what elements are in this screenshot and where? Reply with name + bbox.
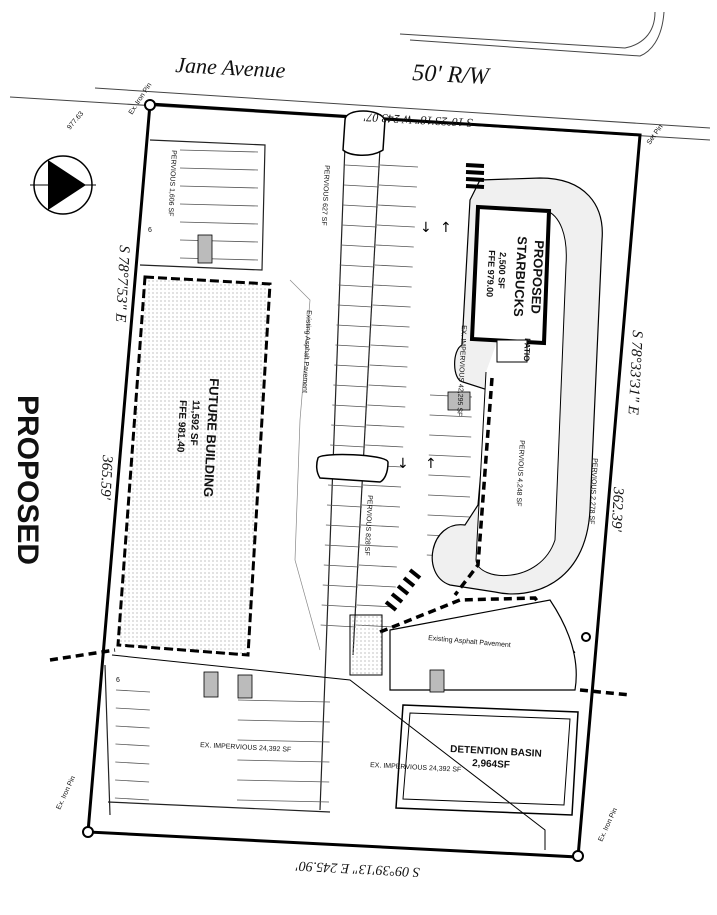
pin-bottom-right: Ex. Iron Pin [597,807,619,843]
starbucks-label-1: PROPOSED [528,240,547,314]
north-arrow-icon [30,155,96,215]
pin-top-left-elev: 977.63 [66,110,85,131]
area-pervious-4: PERVIOUS 4,248 SF [515,440,525,507]
utility-line [111,654,546,850]
traffic-arrows: ↓ ↑ ↓ ↑ [397,220,452,472]
detention-basin: DETENTION BASIN 2,964SF [395,704,579,816]
corner-pins [82,99,591,862]
future-building-area: 11,592 SF [188,400,201,446]
planter [349,614,383,676]
area-pervious-2: PERVIOUS 627 SF [320,165,330,226]
parking-count-b: 6 [116,677,120,684]
bearing-left-length: 365.59' [97,454,115,501]
pavement-label-a: Existing Asphalt Pavement [301,310,312,393]
svg-text:↓: ↓ [397,456,409,472]
area-ex-impervious-24b: EX. IMPERVIOUS 24,392 SF [370,762,462,774]
bearing-right: S 78°33'31" E [625,330,645,415]
island-mid [315,453,389,483]
bearing-right-length: 362.39' [608,486,626,533]
future-building-ffe: FFE 981.40 [174,400,188,453]
detention-area: 2,964SF [472,758,510,771]
area-pervious-1: PERVIOUS 1,606 SF [167,150,177,217]
detention-name: DETENTION BASIN [450,744,542,760]
starbucks-building: PROPOSED STARBUCKS 2,500 SF FFE 979.00 P… [469,204,552,363]
bearing-bottom: S 09°39'13" E 245.90' [295,857,421,879]
crosswalks [384,163,485,612]
area-pervious-3: PERVIOUS 828 SF [363,495,373,556]
area-ex-impervious-42: EX. IMPERVIOUS 42,295 SF [455,325,467,417]
street-name: Jane Avenue [175,52,287,83]
area-ex-impervious-24a: EX. IMPERVIOUS 24,392 SF [200,742,292,754]
patio-label: PATIO [522,338,532,362]
future-building: FUTURE BUILDING 11,592 SF FFE 981.40 [116,275,272,657]
contour-lines [289,279,321,651]
lower-pavement [389,599,577,691]
bearing-top: S 10°23'18" W 243.07' [363,110,473,130]
future-building-label: FUTURE BUILDING [201,378,222,498]
starbucks-area: 2,500 SF [496,252,508,289]
starbucks-label-2: STARBUCKS [511,236,530,318]
island-top [342,110,386,156]
svg-text:↑: ↑ [425,456,437,472]
parking-count-a: 6 [148,227,152,234]
starbucks-ffe: FFE 979.00 [485,250,497,297]
side-title: PROPOSED [11,395,44,565]
svg-text:↓: ↓ [420,220,432,236]
ada-stalls [197,234,471,699]
bearing-left: S 78°7'53" E [112,245,132,323]
area-pervious-5: PERVIOUS 2,278 SF [588,458,598,525]
pin-top-right: Set Pin [646,124,665,147]
svg-text:↑: ↑ [440,220,452,236]
street-row: 50' R/W [412,60,492,90]
pin-bottom-left: Ex. Iron Pin [55,775,77,811]
